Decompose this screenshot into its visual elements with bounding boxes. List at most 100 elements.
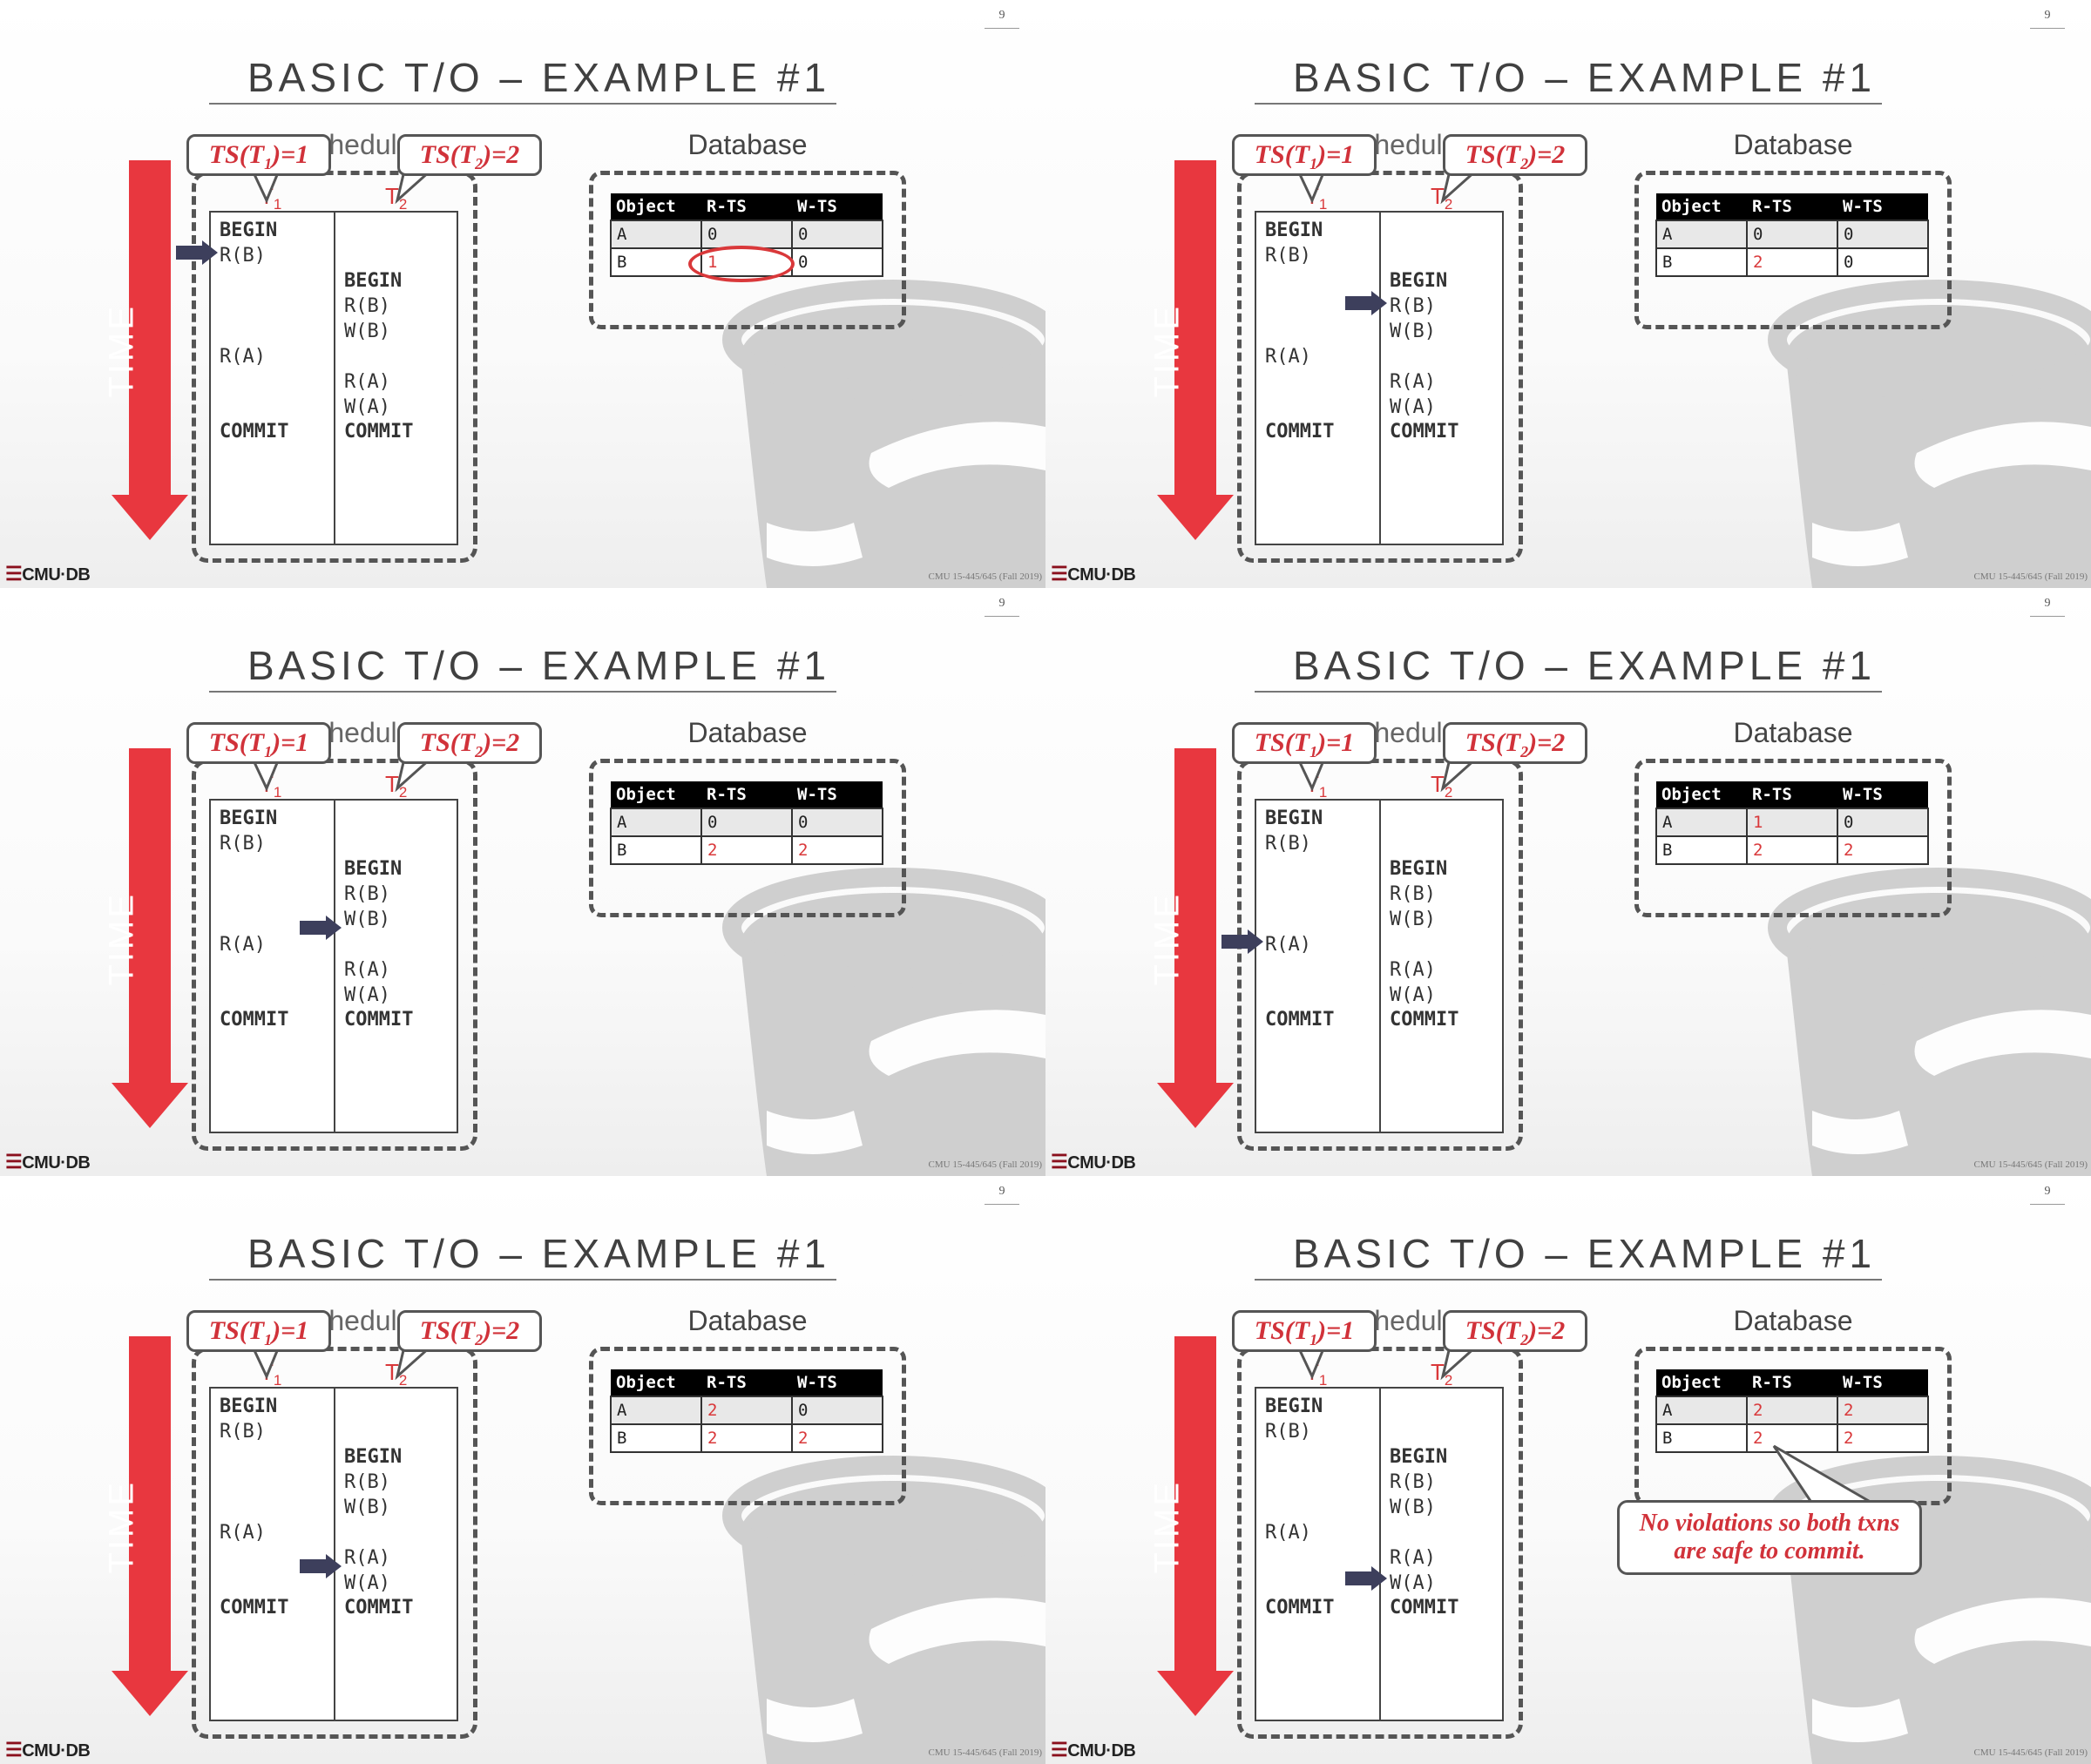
ts1-text: TS(T	[1254, 140, 1310, 169]
db-logo-icon: ☰	[1051, 1739, 1068, 1761]
cell-rts: 2	[700, 1396, 793, 1425]
t1-op-begin: BEGIN	[1265, 808, 1323, 829]
background-graphics	[112, 1336, 1046, 1764]
t1-sub: 1	[1318, 784, 1328, 801]
t2-op-read-b: R(B)	[1390, 883, 1436, 905]
timestamp-table: Object R-TS W-TS A 1 0 B 2 2	[1655, 781, 1929, 865]
table-row: B 2 2	[610, 1423, 883, 1453]
column-divider	[334, 213, 335, 544]
ts1-sub: 1	[264, 155, 273, 172]
ts2-tail: )=2	[483, 140, 520, 169]
ts2-tail: )=2	[1528, 140, 1566, 169]
slide-title-text: BASIC T/O – EXAMPLE #1	[247, 1231, 831, 1276]
timestamp-table: Object R-TS W-TS A 0 0 B 2 2	[610, 781, 883, 865]
footer-course: CMU 15-445/645 (Fall 2019)	[928, 1747, 1042, 1758]
ts-t2-bubble: TS(T2)=2	[1443, 722, 1587, 764]
logo-text: CMU·DB	[22, 1741, 91, 1761]
page-number: 9	[985, 9, 1019, 29]
time-label: TIME	[1147, 1479, 1187, 1574]
column-divider	[1379, 1389, 1381, 1720]
cell-rts: 2	[700, 835, 793, 865]
t2-op-read-b: R(B)	[344, 1471, 390, 1493]
cell-wts: 0	[1837, 808, 1929, 837]
cell-wts: 0	[1837, 220, 1929, 249]
cell-wts: 0	[791, 220, 883, 249]
step-arrow-icon	[176, 240, 218, 265]
database-icon	[722, 1456, 1046, 1764]
table-header-row: Object R-TS W-TS	[611, 193, 883, 220]
t2-sub: 2	[398, 1372, 408, 1389]
t2-sub: 2	[1444, 784, 1453, 801]
ts2-tail: )=2	[483, 1316, 520, 1345]
time-arrow	[1157, 748, 1234, 1128]
t1-op-commit: COMMIT	[220, 421, 289, 443]
schedule-dashed-box	[192, 171, 477, 563]
ts-t1-bubble: TS(T1)=1	[1232, 722, 1377, 764]
t1-sub: 1	[273, 784, 282, 801]
table-row: B 2 2	[610, 835, 883, 865]
t1-op-commit: COMMIT	[1265, 421, 1335, 443]
schedule-dashed-box	[1237, 1347, 1523, 1739]
cell-wts: 0	[791, 808, 883, 837]
logo-text: CMU·DB	[1067, 1153, 1136, 1173]
t1-op-read-b: R(B)	[220, 1421, 266, 1443]
ts1-tail: )=1	[1317, 728, 1355, 757]
ts-t2-bubble: TS(T2)=2	[397, 722, 542, 764]
ts1-text: TS(T	[1254, 728, 1310, 757]
database-label: Database	[687, 1305, 808, 1336]
slide-title-text: BASIC T/O – EXAMPLE #1	[247, 643, 831, 688]
t2-op-read-a: R(A)	[344, 371, 390, 393]
t2-op-write-a: W(A)	[344, 984, 390, 1006]
background-graphics	[112, 160, 1046, 588]
t1-op-read-a: R(A)	[220, 1522, 266, 1544]
cell-object: A	[610, 1396, 702, 1425]
slide-title-text: BASIC T/O – EXAMPLE #1	[247, 55, 831, 100]
column-divider	[1379, 213, 1381, 544]
timestamp-table: Object R-TS W-TS A 0 0 B 2 0	[1655, 193, 1929, 277]
column-divider	[334, 801, 335, 1132]
t1-op-commit: COMMIT	[220, 1597, 289, 1619]
time-label: TIME	[102, 1479, 141, 1574]
t1-op-commit: COMMIT	[1265, 1597, 1335, 1619]
t1-op-read-a: R(A)	[220, 346, 266, 368]
cmu-db-logo: ☰CMU·DB	[1051, 563, 1136, 585]
t2-op-write-a: W(A)	[1390, 984, 1436, 1006]
timestamp-table: Object R-TS W-TS A 2 2 B 2 2	[1655, 1369, 1929, 1453]
cmu-db-logo: ☰CMU·DB	[1051, 1151, 1136, 1173]
t2-op-read-a: R(A)	[344, 1547, 390, 1569]
time-arrow	[1157, 1336, 1234, 1716]
cell-rts: 0	[1746, 220, 1838, 249]
t1-op-begin: BEGIN	[220, 808, 278, 829]
t1-op-read-a: R(A)	[220, 934, 266, 956]
ts2-tail: )=2	[483, 728, 520, 757]
t2-op-commit: COMMIT	[1390, 421, 1459, 443]
t2-op-write-b: W(B)	[1390, 321, 1436, 342]
t1-op-begin: BEGIN	[220, 1396, 278, 1417]
db-logo-icon: ☰	[1051, 1151, 1068, 1173]
database-dashed-box	[1634, 171, 1952, 329]
cell-object: A	[1655, 220, 1748, 249]
cell-object: A	[1655, 808, 1748, 837]
table-row: B 2 0	[1655, 247, 1929, 277]
cmu-db-logo: ☰CMU·DB	[5, 1739, 91, 1761]
cell-object: A	[610, 808, 702, 837]
header-wts: W-TS	[1837, 193, 1928, 220]
database-label: Database	[1733, 1305, 1853, 1336]
ts-t1-bubble: TS(T1)=1	[1232, 1310, 1377, 1352]
ts2-text: TS(T	[1465, 1316, 1521, 1345]
header-rts: R-TS	[1747, 1369, 1837, 1396]
highlight-circle	[688, 246, 795, 282]
footer-course: CMU 15-445/645 (Fall 2019)	[928, 571, 1042, 582]
database-dashed-box	[589, 1347, 906, 1505]
slide-title: BASIC T/O – EXAMPLE #1	[1255, 54, 1882, 105]
cell-wts: 2	[1837, 1423, 1929, 1453]
slide-title: BASIC T/O – EXAMPLE #1	[1255, 642, 1882, 693]
ts1-text: TS(T	[1254, 1316, 1310, 1345]
database-icon	[722, 868, 1046, 1176]
t2-sub: 2	[1444, 1372, 1453, 1389]
table-row: A 2 2	[1655, 1396, 1929, 1425]
t2-op-read-b: R(B)	[344, 883, 390, 905]
t2-op-write-a: W(A)	[344, 1572, 390, 1594]
cell-object: B	[610, 247, 702, 277]
